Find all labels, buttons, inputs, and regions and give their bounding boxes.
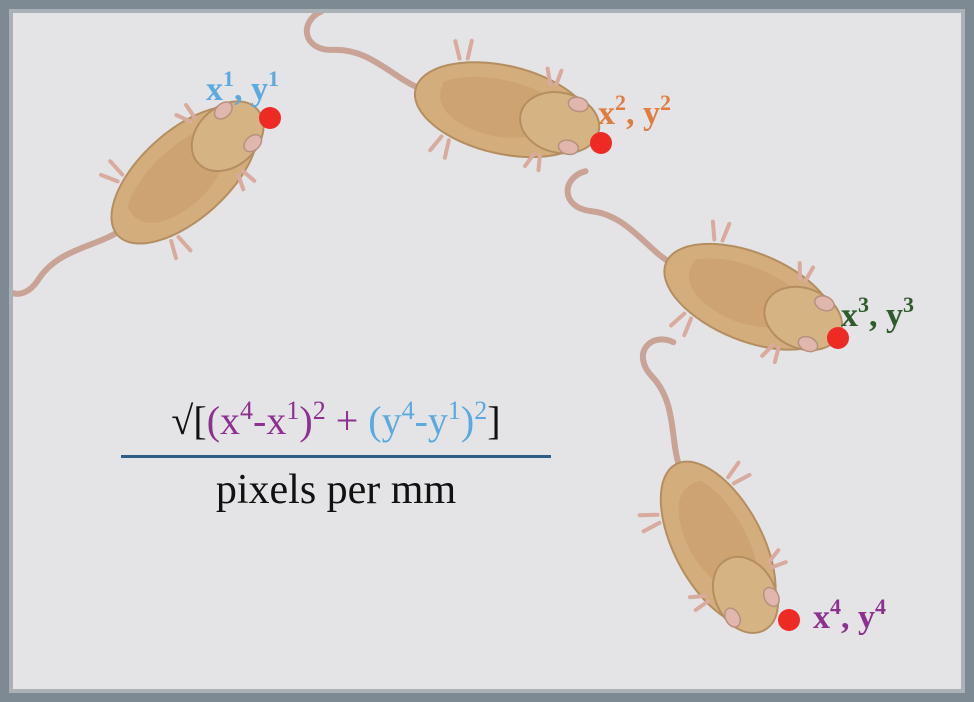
label-separator: ,	[869, 297, 886, 334]
label-y-superscript: 2	[660, 90, 671, 115]
distance-formula: √[(x4-x1)2 + (y4-y1)2] pixels per mm	[121, 391, 551, 514]
label-point-1: x1, y1	[206, 68, 279, 108]
term-variable: y	[381, 398, 402, 443]
label-x-superscript: 3	[858, 292, 869, 317]
marker-point-1	[259, 107, 281, 129]
sqrt-symbol: √	[171, 398, 194, 443]
term-exponent: 2	[474, 396, 488, 425]
fraction-line	[121, 455, 551, 458]
formula-denominator: pixels per mm	[215, 467, 457, 513]
term-exponent: 2	[312, 396, 326, 425]
mice-illustration	[9, 9, 974, 702]
term-superscript: 1	[286, 396, 300, 425]
label-y-superscript: 1	[268, 66, 279, 91]
label-x-superscript: 2	[615, 90, 626, 115]
plus-sign: +	[325, 398, 369, 443]
label-point-2: x2, y2	[598, 92, 671, 132]
marker-point-2	[590, 132, 612, 154]
mouse-2	[286, 9, 613, 190]
label-point-4: x4, y4	[813, 596, 886, 636]
label-x: x	[598, 95, 615, 132]
y-difference-term: (y4-y1)2	[368, 396, 488, 444]
minus-sign: -	[414, 398, 428, 443]
label-point-3: x3, y3	[841, 294, 914, 334]
mouse-1	[9, 65, 298, 360]
close-paren: )	[460, 398, 475, 443]
term-variable: x	[266, 398, 287, 443]
minus-sign: -	[253, 398, 267, 443]
open-bracket: [	[193, 398, 207, 443]
open-paren: (	[206, 398, 221, 443]
mouse-3	[533, 163, 863, 389]
term-superscript: 1	[447, 396, 461, 425]
open-paren: (	[368, 398, 382, 443]
label-separator: ,	[626, 95, 643, 132]
label-y: y	[886, 297, 903, 334]
label-y: y	[858, 599, 875, 636]
label-x-superscript: 1	[223, 66, 234, 91]
marker-point-4	[778, 609, 800, 631]
term-superscript: 4	[240, 396, 254, 425]
term-superscript: 4	[401, 396, 415, 425]
label-y: y	[251, 71, 268, 108]
label-y-superscript: 3	[903, 292, 914, 317]
label-x: x	[813, 599, 830, 636]
marker-point-3	[827, 327, 849, 349]
label-x: x	[841, 297, 858, 334]
label-y-superscript: 4	[875, 594, 886, 619]
formula-numerator: √[(x4-x1)2 + (y4-y1)2]	[121, 391, 551, 451]
term-variable: y	[427, 398, 448, 443]
label-y: y	[643, 95, 660, 132]
mouse-4	[567, 331, 817, 659]
term-variable: x	[220, 398, 241, 443]
close-paren: )	[299, 398, 313, 443]
label-separator: ,	[234, 71, 251, 108]
label-x-superscript: 4	[830, 594, 841, 619]
close-bracket: ]	[487, 398, 501, 443]
x-difference-term: (x4-x1)2	[206, 396, 326, 444]
label-x: x	[206, 71, 223, 108]
label-separator: ,	[841, 599, 858, 636]
